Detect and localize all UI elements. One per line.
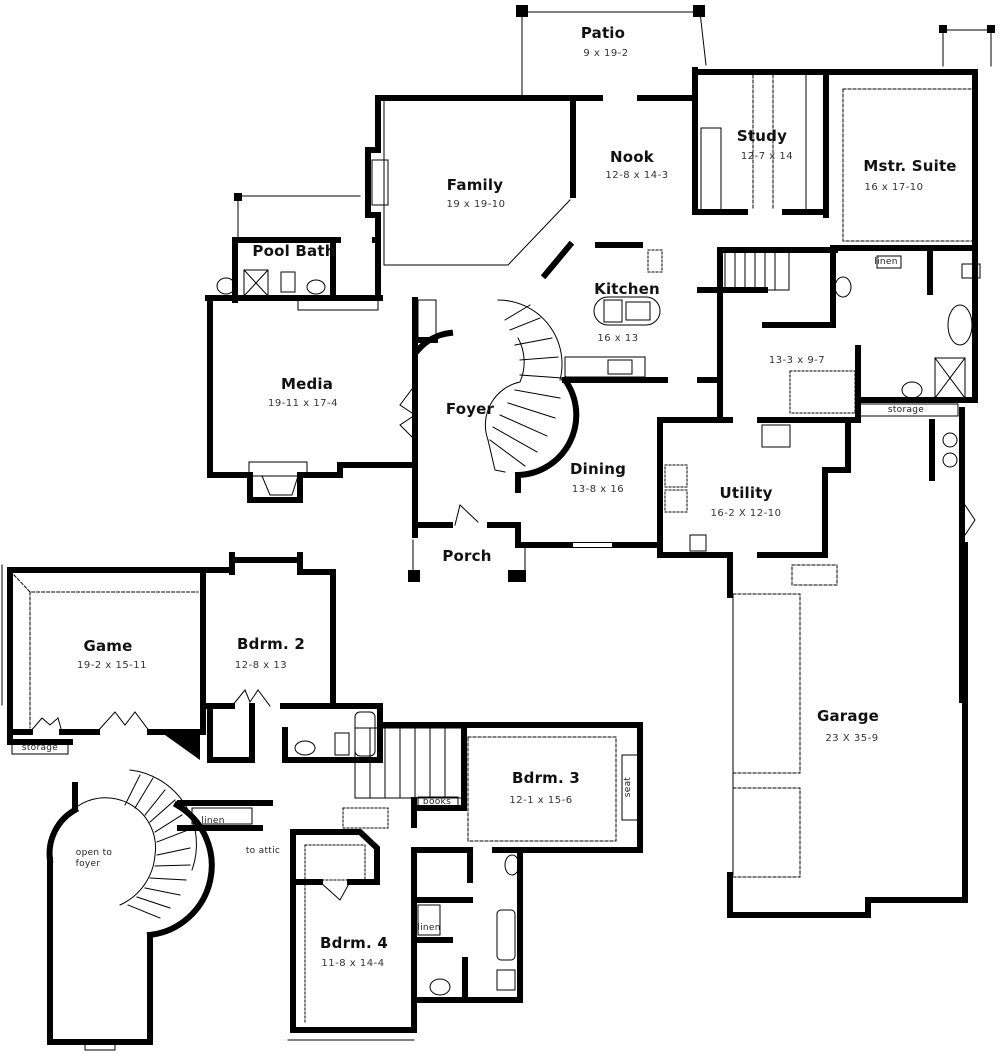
patio-outline — [521, 11, 707, 99]
room-nook-dim: 12-8 x 14-3 — [605, 170, 669, 181]
room-dining-name: Dining — [569, 460, 627, 478]
room-bedroom-4-name: Bdrm. 4 — [320, 934, 388, 952]
linen-label-bath: linen — [417, 923, 441, 933]
room-porch-name: Porch — [442, 547, 492, 565]
room-pool-bath-name: Pool Bath — [252, 242, 336, 260]
room-utility-name: Utility — [719, 484, 773, 502]
room-game-name: Game — [83, 637, 133, 655]
room-garage-name: Garage — [816, 707, 880, 725]
room-kitchen-name: Kitchen — [594, 280, 660, 298]
room-nook-name: Nook — [610, 148, 654, 166]
room-utility-dim: 16-2 X 12-10 — [710, 508, 782, 519]
room-master-suite-dim: 16 x 17-10 — [864, 182, 924, 193]
room-bedroom-4-dim: 11-8 x 14-4 — [321, 958, 385, 969]
room-game-dim: 19-2 x 15-11 — [76, 660, 148, 671]
room-dining-dim: 13-8 x 16 — [571, 484, 625, 495]
books-label: books — [422, 797, 452, 807]
linen-label-hall: linen — [201, 816, 225, 826]
room-family-dim: 19 x 19-10 — [446, 199, 506, 210]
linen-closet-label: linen — [874, 257, 898, 267]
room-master-suite-name: Mstr. Suite — [863, 157, 957, 175]
room-study-dim: 12-7 x 14 — [740, 151, 794, 162]
room-bedroom-3-name: Bdrm. 3 — [512, 769, 580, 787]
room-family-name: Family — [446, 176, 504, 194]
room-study-name: Study — [736, 127, 788, 145]
room-foyer-name: Foyer — [445, 400, 495, 418]
room-kitchen-dim: 16 x 13 — [597, 333, 639, 344]
room-media-name: Media — [280, 375, 334, 393]
room-bedroom-2-dim: 12-8 x 13 — [234, 660, 288, 671]
room-patio-dim: 9 x 19-2 — [583, 48, 629, 59]
window-seat-label: seat — [623, 776, 633, 798]
open-to-foyer-line2: foyer — [75, 859, 101, 869]
room-garage-dim: 23 X 35-9 — [825, 733, 879, 744]
room-patio-name: Patio — [580, 24, 626, 42]
room-media-dim: 19-11 x 17-4 — [267, 398, 339, 409]
room-bedroom-2-name: Bdrm. 2 — [237, 635, 305, 653]
storage-label: storage — [887, 405, 925, 415]
room-bedroom-3-dim: 12-1 x 15-6 — [509, 795, 573, 806]
room-master-bath-dim: 13-3 x 9-7 — [768, 355, 826, 366]
storage-label-game: storage — [21, 743, 59, 753]
open-to-foyer-line1: open to — [75, 848, 113, 858]
to-attic-label: to attic — [245, 846, 281, 856]
